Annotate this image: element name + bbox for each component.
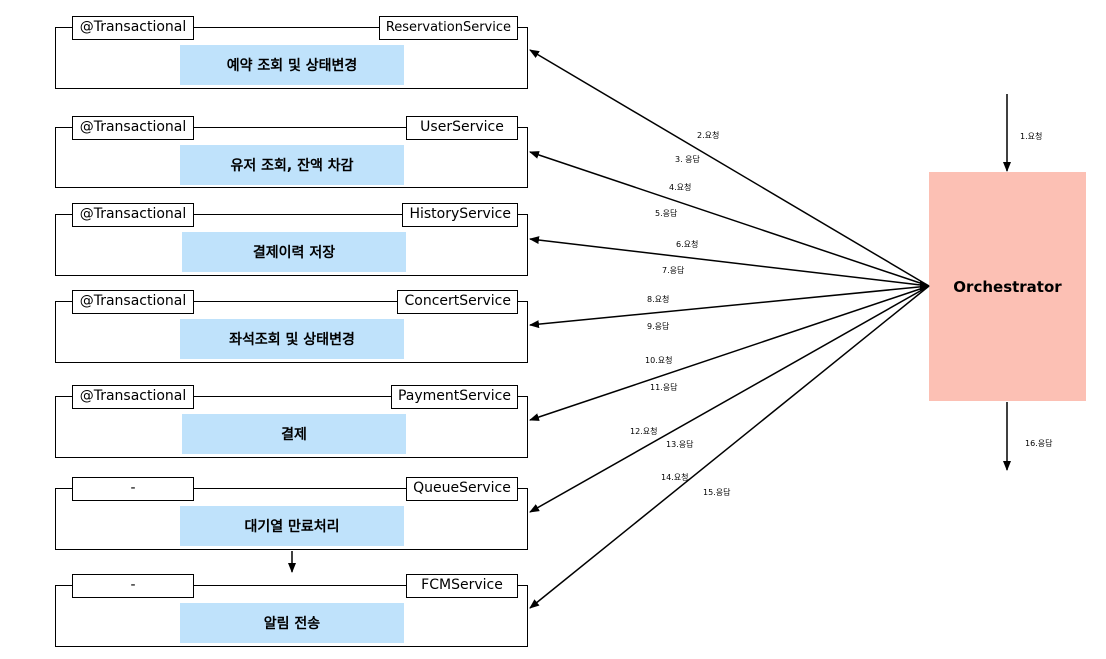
- edge-label-11: 11.응답: [650, 382, 678, 392]
- arrow-reservation: [529, 49, 930, 287]
- service-task-label: 결제이력 저장: [182, 232, 406, 272]
- arrow-payment: [529, 285, 930, 421]
- edge-label-8: 8.요청: [647, 295, 669, 304]
- arrow-user: [529, 151, 930, 287]
- reservation-service-box: @Transactional ReservationService 예약 조회 …: [55, 16, 528, 89]
- payment-service-box: @Transactional PaymentService 결제: [55, 385, 528, 458]
- edge-label-12: 12.요청: [630, 427, 657, 436]
- edge-label-1: 1.요청: [1020, 132, 1042, 141]
- no-annotation-tag: -: [72, 574, 194, 598]
- edge-label-2: 2.요청: [697, 131, 719, 140]
- history-service-box: @Transactional HistoryService 결제이력 저장: [55, 203, 528, 276]
- service-name-label: HistoryService: [402, 203, 518, 227]
- edge-label-6: 6.요청: [676, 240, 698, 249]
- service-task-label: 결제: [182, 414, 406, 454]
- service-name-label: QueueService: [406, 477, 518, 501]
- service-name-label: FCMService: [406, 574, 518, 598]
- edge-label-13: 13.응답: [666, 439, 694, 449]
- queue-service-box: - QueueService 대기열 만료처리: [55, 477, 528, 550]
- user-service-box: @Transactional UserService 유저 조회, 잔액 차감: [55, 116, 528, 188]
- edge-label-5: 5.응답: [655, 208, 678, 218]
- edge-label-10: 10.요청: [645, 356, 672, 365]
- service-task-label: 좌석조회 및 상태변경: [180, 319, 404, 359]
- arrow-concert: [529, 285, 930, 329]
- concert-service-box: @Transactional ConcertService 좌석조회 및 상태변…: [55, 290, 528, 363]
- edge-label-4: 4.요청: [669, 183, 691, 192]
- service-name-label: UserService: [406, 116, 518, 140]
- transactional-tag: @Transactional: [72, 385, 194, 409]
- orchestrator-label: Orchestrator: [953, 277, 1062, 296]
- edge-label-15: 15.응답: [703, 487, 731, 497]
- transactional-tag: @Transactional: [72, 116, 194, 140]
- edge-label-3: 3. 응답: [675, 154, 701, 164]
- service-task-label: 유저 조회, 잔액 차감: [180, 145, 404, 185]
- arrowhead-orchestrator: [920, 281, 929, 291]
- edge-label-9: 9.응답: [647, 321, 670, 331]
- service-name-label: PaymentService: [390, 385, 518, 409]
- edge-label-14: 14.요청: [661, 473, 688, 482]
- service-task-label: 대기열 만료처리: [180, 506, 404, 546]
- arrow-queue: [529, 285, 930, 513]
- orchestrator-box: Orchestrator: [929, 172, 1086, 401]
- edge-label-16: 16.응답: [1025, 438, 1053, 448]
- service-name-label: ReservationService: [378, 16, 518, 40]
- service-task-label: 예약 조회 및 상태변경: [180, 45, 404, 85]
- no-annotation-tag: -: [72, 477, 194, 501]
- service-task-label: 알림 전송: [180, 603, 404, 643]
- arrow-fcm: [529, 285, 930, 609]
- arrow-history: [529, 236, 930, 287]
- transactional-tag: @Transactional: [72, 290, 194, 314]
- service-name-label: ConcertService: [397, 290, 518, 314]
- edge-label-7: 7.응답: [662, 265, 685, 275]
- fcm-service-box: - FCMService 알림 전송: [55, 574, 528, 647]
- transactional-tag: @Transactional: [72, 203, 194, 227]
- transactional-tag: @Transactional: [72, 16, 194, 40]
